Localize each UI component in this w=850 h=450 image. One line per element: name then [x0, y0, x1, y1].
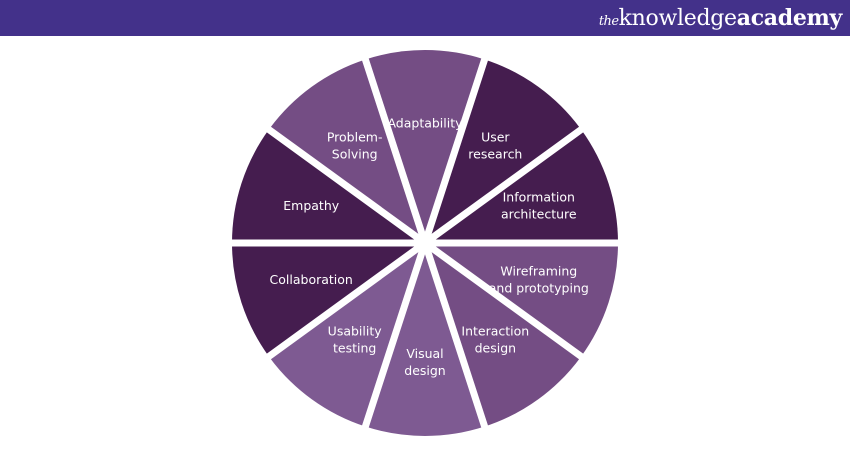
slice-label: Empathy: [283, 198, 339, 213]
slice-divider: [422, 240, 587, 362]
wheel-slice: [365, 49, 485, 244]
slice-label: Collaboration: [270, 272, 353, 287]
slice-label-line: architecture: [501, 207, 577, 222]
slice-divider: [263, 240, 428, 362]
slice-label: User research: [468, 130, 522, 162]
wheel-slice: [268, 59, 425, 243]
slice-label-line: Empathy: [283, 198, 339, 213]
wheel-slice: [365, 243, 485, 436]
brand-prefix: the: [598, 14, 619, 29]
slice-label-line: Interaction: [461, 323, 529, 338]
slice-label: Usability testing: [328, 323, 383, 355]
header-bar: theknowledgeacademy: [0, 0, 850, 36]
slice-label-line: design: [475, 340, 516, 355]
slice-label-line: testing: [333, 340, 376, 355]
slice-label-line: Information: [503, 190, 575, 205]
wheel-slice: [425, 129, 618, 243]
slice-label-line: Collaboration: [270, 272, 353, 287]
slice-label-line: Usability: [328, 323, 383, 338]
slice-divider: [421, 241, 490, 432]
slice-divider: [360, 54, 429, 245]
wheel-slice: [232, 243, 425, 357]
slice-divider: [422, 124, 587, 246]
wheel-slice: [268, 243, 425, 427]
slice-label-line: Visual: [406, 346, 443, 361]
slice-label-line: User: [481, 130, 510, 145]
slice-label: Interaction design: [461, 323, 529, 355]
slice-label: Problem- Solving: [327, 130, 383, 162]
slice-divider: [360, 241, 429, 432]
wheel-slice: [425, 59, 582, 243]
wheel-slice: [232, 129, 425, 243]
slice-label-line: Problem-: [327, 130, 383, 145]
slice-label-line: research: [468, 147, 522, 162]
slice-label: Information architecture: [501, 190, 577, 222]
slice-label: Adaptability: [387, 115, 463, 130]
slice-label-line: Solving: [332, 147, 378, 162]
slice-divider: [421, 54, 490, 245]
wheel-hub: [416, 234, 434, 252]
wheel-slice: [425, 243, 582, 427]
slice-label: Wireframing and prototyping: [489, 263, 589, 295]
brand-suffix: academy: [736, 5, 843, 31]
brand-logo[interactable]: theknowledgeacademy: [599, 3, 842, 37]
slice-label-line: Wireframing: [500, 263, 577, 278]
slice-label: Visual design: [404, 346, 445, 378]
brand-main: knowledge: [618, 6, 737, 31]
wheel-slice: [425, 243, 618, 357]
slice-label-line: and prototyping: [489, 280, 589, 295]
slice-label-line: design: [404, 363, 445, 378]
slice-label-line: Adaptability: [387, 115, 463, 130]
slice-divider: [263, 124, 428, 246]
